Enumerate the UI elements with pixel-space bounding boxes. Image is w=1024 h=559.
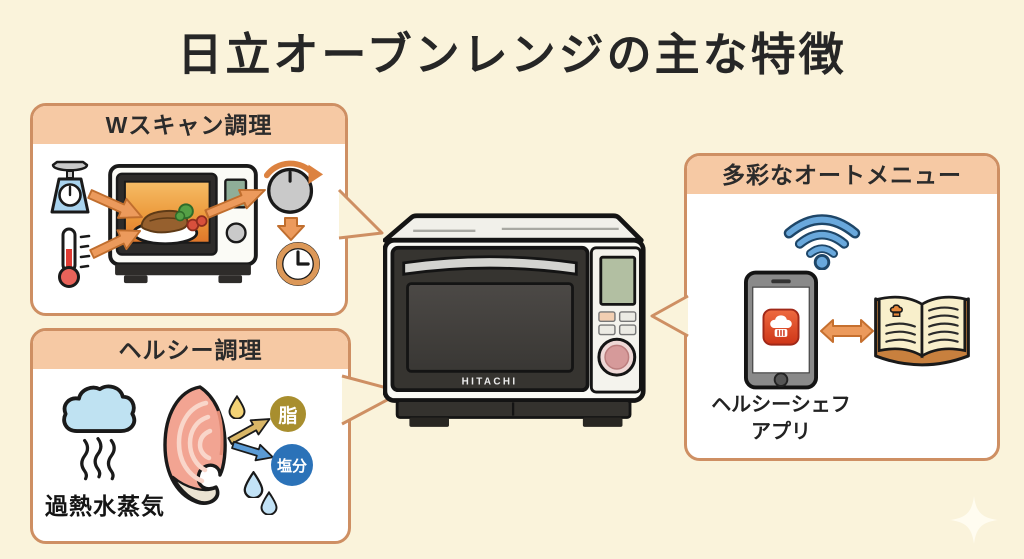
oven-control-panel	[589, 246, 642, 394]
oven-base	[395, 399, 632, 427]
chef-app-icon	[762, 308, 800, 346]
water-droplet-icon	[243, 471, 264, 498]
page-title: 日立オーブンレンジの主な特徴	[177, 29, 847, 80]
rotate-arrow-icon	[263, 160, 324, 185]
thermometer-icon	[58, 227, 91, 288]
down-arrow-icon	[277, 217, 305, 241]
steam-label: 過熱水蒸気	[45, 493, 165, 519]
wscan-title: Wスキャン調理	[33, 106, 345, 144]
water-droplet-icon	[260, 491, 278, 515]
oven-handle	[402, 255, 578, 276]
sparkle-icon	[950, 496, 998, 544]
oven-button	[598, 324, 616, 336]
automenu-title: 多彩なオートメニュー	[687, 156, 997, 194]
oven-illustration: HITACHI	[383, 213, 646, 427]
oven-button	[598, 311, 616, 323]
fat-badge: 脂	[270, 396, 306, 432]
mini-oven-food-icon	[108, 163, 258, 284]
automenu-feature-box: 多彩なオートメニュー	[684, 153, 1000, 461]
app-label: ヘルシーシェフ アプリ	[711, 394, 851, 443]
steam-cloud-icon	[62, 384, 137, 481]
oven-window	[406, 282, 574, 373]
salmon-icon	[163, 385, 227, 505]
healthy-feature-box: ヘルシー調理 過熱水蒸気	[30, 328, 351, 544]
sync-arrow-icon	[820, 319, 874, 343]
recipe-book-icon	[874, 295, 970, 367]
oven-door: HITACHI	[390, 245, 590, 393]
salt-arrow-icon	[229, 436, 277, 466]
wifi-icon	[783, 214, 861, 270]
dial-icon	[263, 160, 324, 214]
clock-icon	[276, 242, 320, 286]
oven-button	[618, 324, 637, 336]
oven-brand: HITACHI	[462, 377, 518, 388]
smartphone-icon	[744, 270, 818, 390]
oven-button	[618, 311, 637, 323]
wscan-feature-box: Wスキャン調理	[30, 103, 348, 316]
oil-droplet-icon	[228, 395, 246, 419]
salt-badge: 塩分	[271, 444, 313, 486]
book-chef-hat-icon	[889, 304, 903, 318]
scale-icon	[50, 160, 90, 214]
oven-display	[599, 255, 637, 306]
healthy-title: ヘルシー調理	[33, 331, 348, 369]
